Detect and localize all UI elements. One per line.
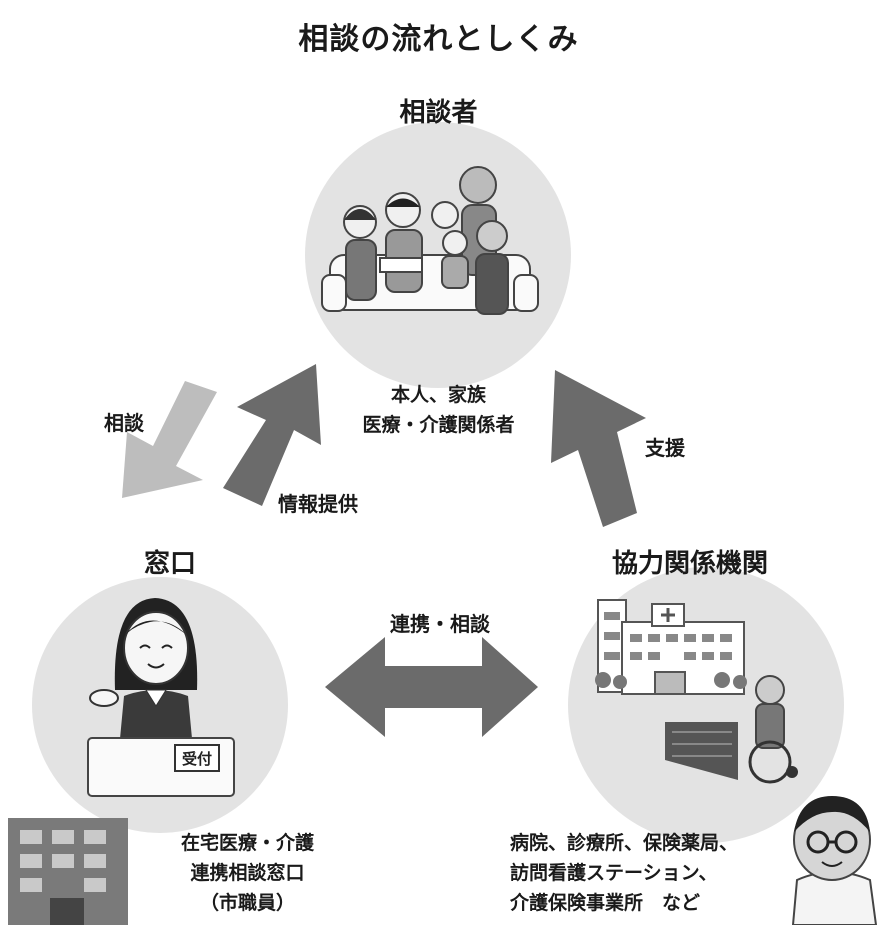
office-building-icon	[8, 818, 128, 925]
consulter-desc-line: 本人、家族	[390, 384, 486, 406]
consult-arrow	[122, 381, 217, 498]
partner-desc-line: 病院、診療所、保険薬局、	[510, 832, 739, 854]
collab-arrow	[325, 637, 538, 737]
window-label: 窓口	[143, 549, 196, 579]
consulter-description: 本人、家族 医療・介護関係者	[320, 380, 557, 440]
info-arrow	[223, 364, 321, 506]
window-desc-line: 連携相談窓口	[190, 862, 305, 884]
partner-desc-line: 介護保険事業所 など	[510, 892, 701, 914]
partner-desc-line: 訪問看護ステーション、	[510, 862, 718, 884]
info-arrow-label: 情報提供	[278, 492, 358, 516]
window-desc-line: 在宅医療・介護	[180, 832, 314, 854]
diagram-title: 相談の流れとしくみ	[298, 22, 579, 57]
partner-description: 病院、診療所、保険薬局、 訪問看護ステーション、 介護保険事業所 など	[510, 828, 795, 918]
window-description: 在宅医療・介護 連携相談窓口 （市職員）	[140, 828, 355, 918]
consulter-label: 相談者	[399, 98, 478, 128]
collab-arrow-label: 連携・相談	[390, 612, 490, 636]
family-illustration	[321, 166, 539, 315]
partner-label: 協力関係機関	[611, 549, 768, 579]
consult-arrow-label: 相談	[104, 411, 144, 435]
doctor-illustration	[791, 796, 877, 925]
receptionist-illustration: 受付	[87, 598, 235, 797]
support-arrow	[551, 370, 646, 527]
window-desc-line: （市職員）	[199, 892, 295, 914]
wheelchair-user-illustration	[665, 675, 798, 784]
reception-sign-text: 受付	[182, 750, 212, 768]
consulter-desc-line: 医療・介護関係者	[362, 414, 515, 436]
support-arrow-label: 支援	[645, 436, 685, 460]
hospital-illustration	[595, 599, 747, 695]
